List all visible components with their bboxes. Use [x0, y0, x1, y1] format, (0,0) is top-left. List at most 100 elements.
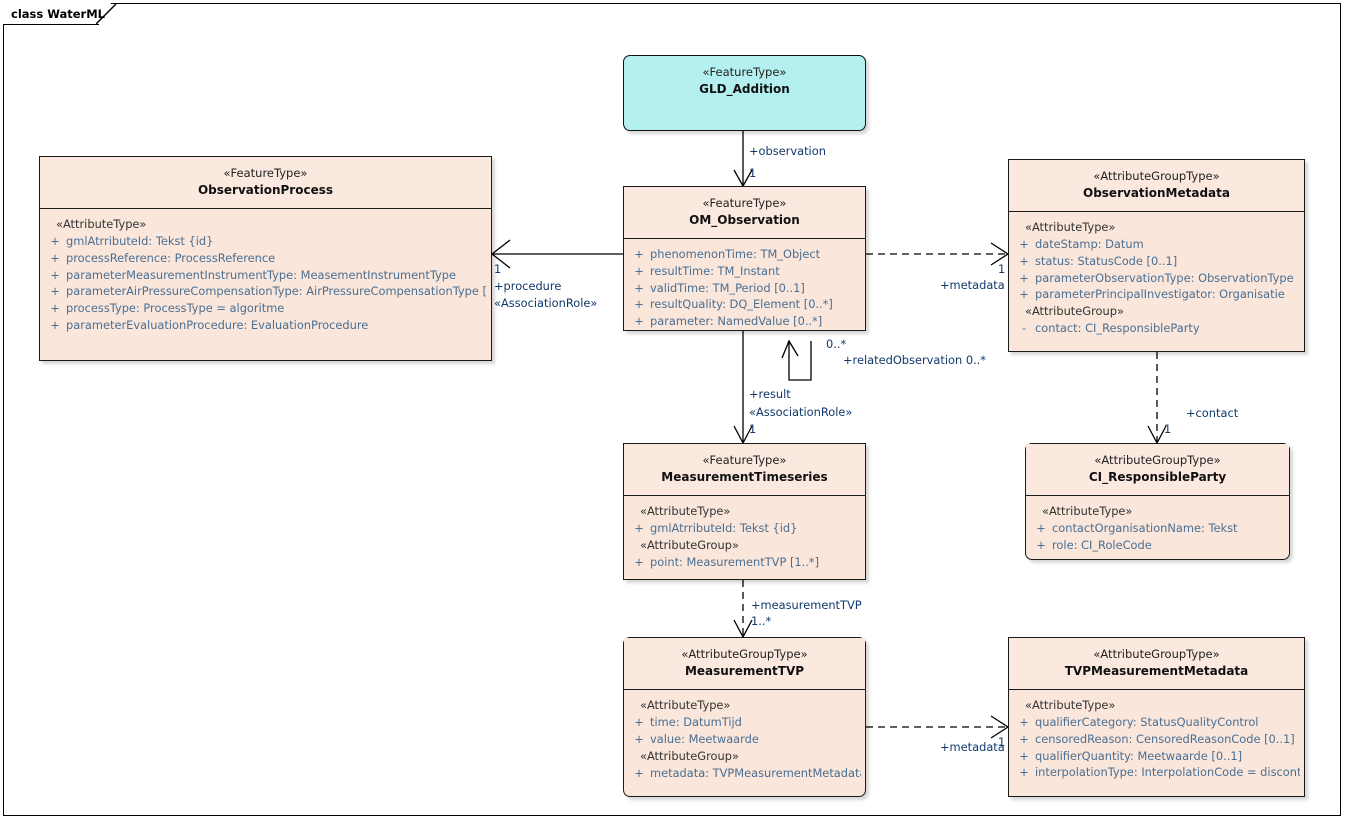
class-stereotype: «AttributeGroupType»: [681, 647, 808, 661]
attribute-text: contactOrganisationName: Tekst: [1052, 521, 1238, 535]
attribute-text: parameterMeasurementInstrumentType: Meas…: [66, 267, 457, 282]
edge-label-related-observation-role: +relatedObservation 0..*: [843, 353, 987, 367]
attribute-text: resultTime: TM_Instant: [650, 263, 780, 278]
attribute-text: parameterPrincipalInvestigator: Organisa…: [1035, 287, 1285, 302]
class-name: MeasurementTimeseries: [661, 470, 828, 485]
attribute-text: qualifierQuantity: Meetwaarde [0..1]: [1035, 748, 1243, 763]
class-header: «FeatureType» GLD_Addition: [624, 56, 865, 107]
class-gld-addition[interactable]: «FeatureType» GLD_Addition: [623, 55, 866, 131]
attribute-group-label: «AttributeType»: [1025, 698, 1116, 712]
attribute-group-label: «AttributeType»: [640, 698, 731, 712]
attribute-group-label: «AttributeType»: [1025, 220, 1116, 234]
attribute-row: +metadata: TVPMeasurementMetadata: [628, 765, 861, 782]
class-header: «AttributeGroupType» CI_ResponsibleParty: [1026, 444, 1289, 495]
class-tvp-measurement-metadata[interactable]: «AttributeGroupType» TVPMeasurementMetad…: [1008, 637, 1305, 797]
visibility-marker: +: [634, 314, 644, 329]
attribute-text: role: CI_RoleCode: [1052, 537, 1152, 552]
attribute-text: parameterObservationType: ObservationTyp…: [1035, 270, 1294, 285]
visibility-marker: +: [634, 765, 644, 780]
attribute-row: +point: MeasurementTVP [1..*]: [628, 554, 861, 571]
class-name: CI_ResponsibleParty: [1088, 470, 1227, 485]
attribute-text: gmlAtrributeId: Tekst {id}: [650, 521, 798, 535]
class-name: OM_Observation: [689, 213, 800, 228]
attribute-row: + qualifierQuantity: Meetwaarde [0..1]: [1013, 748, 1300, 765]
attribute-group-label: «AttributeType»: [56, 217, 147, 231]
class-om-observation[interactable]: «FeatureType» OM_Observation + phenomenon…: [623, 186, 866, 331]
visibility-marker: -: [1021, 321, 1027, 336]
attribute-text: phenomenonTime: TM_Object: [650, 247, 821, 261]
visibility-marker: +: [634, 263, 644, 278]
class-stereotype: «FeatureType»: [223, 166, 308, 180]
visibility-marker: +: [1019, 731, 1029, 746]
diagram-tab-underline: [3, 24, 99, 25]
attribute-row: +parameterEvaluationProcedure: Evaluatio…: [44, 317, 487, 334]
class-name: GLD_Addition: [699, 82, 790, 97]
edge-metadata-bottom: [866, 715, 1010, 739]
attribute-text: parameterEvaluationProcedure: Evaluation…: [66, 317, 369, 332]
class-stereotype: «FeatureType»: [702, 453, 787, 467]
class-stereotype: «AttributeGroupType»: [1093, 647, 1220, 661]
class-measurement-timeseries[interactable]: «FeatureType» MeasurementTimeseries «Att…: [623, 443, 866, 580]
attribute-row: + validTime: TM_Period [0..1]: [628, 280, 861, 297]
attribute-text: processReference: ProcessReference: [66, 250, 276, 265]
visibility-marker: +: [634, 554, 644, 569]
class-header: «AttributeGroupType» ObservationMetadata: [1009, 160, 1304, 211]
class-header: «FeatureType» OM_Observation: [624, 187, 865, 238]
attribute-text: dateStamp: Datum: [1035, 237, 1144, 251]
attribute-group-label: «AttributeGroup»: [1025, 304, 1124, 319]
attribute-text: parameterAirPressureCompensationType: Ai…: [66, 284, 487, 299]
class-stereotype: «FeatureType»: [702, 196, 787, 210]
attribute-text: validTime: TM_Period [0..1]: [650, 280, 805, 295]
attribute-row: + role: CI_RoleCode: [1030, 537, 1285, 554]
edge-label-observation-mult: 1: [749, 166, 757, 180]
class-separator: [624, 495, 865, 496]
class-name: MeasurementTVP: [684, 664, 805, 679]
attribute-row: +contactOrganisationName: Tekst: [1030, 520, 1285, 537]
attribute-row: -contact: CI_ResponsibleParty: [1013, 320, 1300, 337]
attribute-row: +censoredReason: CensoredReasonCode [0..…: [1013, 731, 1300, 748]
visibility-marker: +: [634, 247, 644, 261]
attribute-row: +parameter: NamedValue [0..*]: [628, 313, 861, 330]
attribute-row: + phenomenonTime: TM_Object: [628, 246, 861, 263]
visibility-marker: +: [1036, 537, 1046, 552]
attribute-text: value: Meetwaarde: [650, 731, 759, 746]
attribute-row: +parameterPrincipalInvestigator: Organis…: [1013, 286, 1300, 303]
class-ci-responsible-party[interactable]: «AttributeGroupType» CI_ResponsibleParty…: [1025, 443, 1290, 560]
class-separator: [1026, 495, 1289, 496]
visibility-marker: +: [1019, 253, 1029, 268]
visibility-marker: +: [1019, 270, 1029, 285]
edge-metadata-top: [866, 242, 1010, 266]
visibility-marker: +: [634, 521, 644, 535]
class-attributes: «AttributeType» + dateStamp: Datum + statu…: [1009, 212, 1304, 345]
attribute-row: + parameterObservationType: ObservationTy…: [1013, 270, 1300, 287]
edge-label-measurement-tvp-mult: 1..*: [751, 614, 772, 628]
attribute-row: +parameterAirPressureCompensationType: A…: [44, 283, 487, 300]
attribute-row: +processReference: ProcessReference: [44, 250, 487, 267]
attribute-group-label: «AttributeType»: [640, 504, 731, 518]
attribute-row: +time: DatumTijd: [628, 714, 861, 731]
attribute-text: resultQuality: DQ_Element [0..*]: [650, 297, 833, 312]
class-header: «AttributeGroupType» MeasurementTVP: [624, 638, 865, 689]
visibility-marker: +: [634, 731, 644, 746]
class-observation-process[interactable]: «FeatureType» ObservationProcess «Attrib…: [39, 156, 492, 361]
visibility-marker: +: [634, 297, 644, 312]
attribute-text: status: StatusCode [0..1]: [1035, 253, 1178, 268]
visibility-marker: +: [50, 267, 60, 282]
class-separator: [1009, 211, 1304, 212]
edge-label-metadata-top-mult: 1: [998, 262, 1006, 276]
attribute-text: qualifierCategory: StatusQualityControl: [1035, 715, 1259, 729]
edge-measurement-tvp: [733, 580, 753, 639]
class-stereotype: «AttributeGroupType»: [1094, 453, 1221, 467]
attribute-row: + qualifierCategory: StatusQualityControl: [1013, 714, 1300, 731]
visibility-marker: +: [1019, 715, 1029, 729]
class-measurement-tvp[interactable]: «AttributeGroupType» MeasurementTVP «Att…: [623, 637, 866, 797]
class-attributes: «AttributeType» +gmlAtrributeId: Tekst {…: [40, 209, 491, 342]
visibility-marker: +: [634, 280, 644, 295]
visibility-marker: +: [1019, 748, 1029, 763]
visibility-marker: +: [1019, 765, 1029, 780]
edge-label-result-role: +result: [749, 387, 791, 401]
edge-label-related-observation-mult: 0..*: [826, 337, 847, 351]
attribute-row: + parameterMeasurementInstrumentType: Mea…: [44, 267, 487, 284]
class-observation-metadata[interactable]: «AttributeGroupType» ObservationMetadata…: [1008, 159, 1305, 352]
